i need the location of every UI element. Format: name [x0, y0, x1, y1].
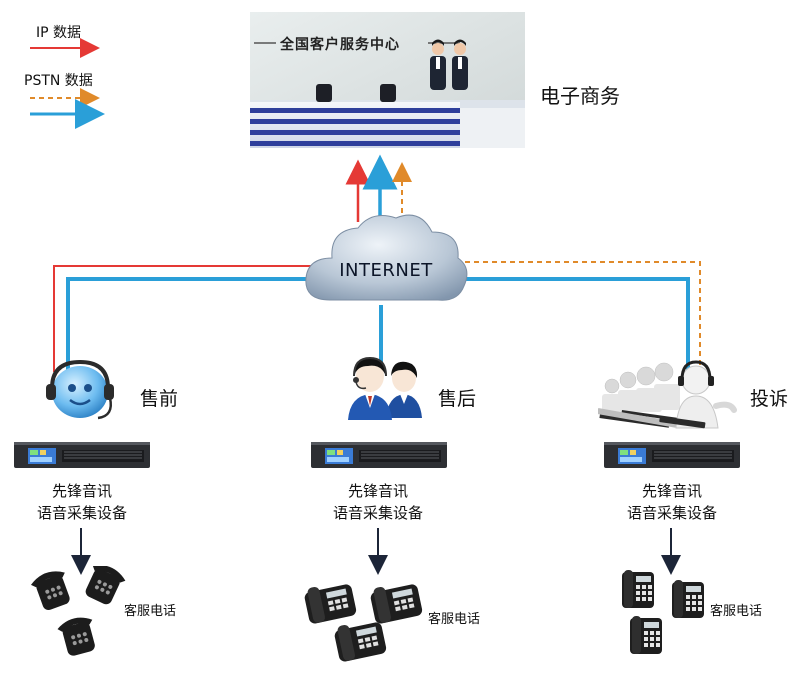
internet-label: INTERNET — [339, 260, 433, 281]
legend-pstn-label: PSTN 数据 — [24, 73, 93, 89]
service-center-photo: 全国客户服务中心 — [250, 12, 525, 148]
internet-cloud: INTERNET — [300, 208, 472, 312]
ecommerce-title: 电子商务 — [540, 84, 620, 108]
link-line-right — [465, 277, 690, 372]
device-label-right: 先锋音讯 语音采集设备 — [612, 480, 732, 524]
complaint-label: 投诉 — [750, 388, 789, 410]
device-label-left: 先锋音讯 语音采集设备 — [22, 480, 142, 524]
phones-middle — [300, 578, 428, 666]
device-brand-middle: 先锋音讯 — [347, 482, 408, 500]
phones-left — [28, 565, 138, 666]
link-line-left — [66, 277, 315, 372]
ip-line-left — [53, 265, 315, 372]
phone-label-right: 客服电话 — [710, 604, 763, 619]
legend-ip-label: IP 数据 — [36, 25, 82, 41]
device-type-middle: 语音采集设备 — [332, 504, 423, 522]
phone-label-middle: 客服电话 — [428, 612, 481, 627]
complaint-callcenter-icon — [597, 358, 738, 434]
device-label-middle: 先锋音讯 语音采集设备 — [318, 480, 438, 524]
presale-agent-icon — [40, 358, 120, 424]
phones-right — [618, 568, 710, 660]
pstn-line-right — [465, 261, 701, 372]
recording-device-left — [14, 442, 150, 468]
recording-device-right — [604, 442, 740, 468]
aftersale-label: 售后 — [438, 388, 477, 410]
device-brand-right: 先锋音讯 — [641, 482, 702, 500]
device-type-right: 语音采集设备 — [626, 504, 717, 522]
recording-device-middle — [311, 442, 447, 468]
phone-label-left: 客服电话 — [124, 604, 177, 619]
device-brand-left: 先锋音讯 — [51, 482, 112, 500]
presale-label: 售前 — [140, 388, 179, 410]
banner-text: 全国客户服务中心 — [280, 37, 400, 53]
device-type-left: 语音采集设备 — [36, 504, 127, 522]
aftersale-agents-icon — [344, 356, 424, 422]
